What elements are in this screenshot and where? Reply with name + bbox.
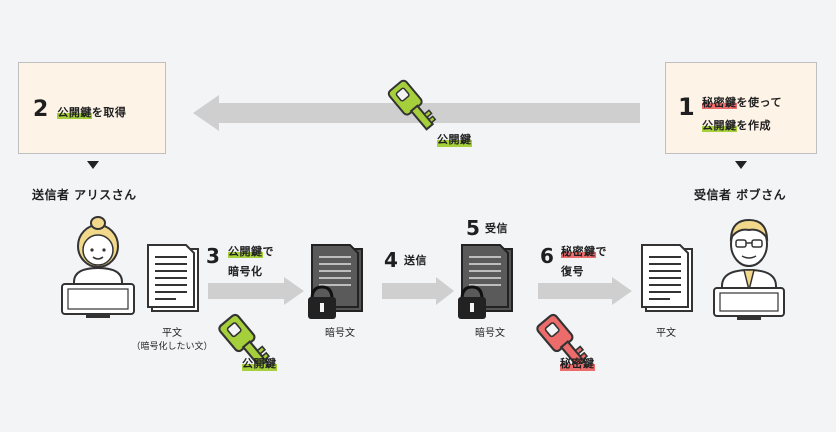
step3-arrow [208,277,304,305]
step6-key-term: 秘密鍵 [561,245,596,258]
sender-name: 送信者 アリスさん [32,188,137,202]
plaintext-left-sublabel: （暗号化したい文） [131,342,213,352]
plaintext-right-label: 平文 [656,328,676,339]
step1-number: 1 [678,93,695,121]
step2-rest: を取得 [91,106,127,119]
step1-line1-rest: を使って [736,96,782,109]
ciphertext-label-2: 暗号文 [475,328,505,339]
step1-box: 1 秘密鍵を使って 公開鍵を作成 [665,62,817,154]
top-key-label: 公開鍵 [437,131,472,147]
alice-avatar [61,216,135,318]
step4-label: 送信 [404,254,427,267]
step6-rest: で [595,245,607,258]
plaintext-document-icon-right [641,244,693,312]
step4-arrow [382,277,454,305]
step6-number: 6 [540,244,554,268]
ciphertext-label-1: 暗号文 [325,328,355,339]
ciphertext-document-icon-2 [458,244,513,319]
step2-box: 2 公開鍵を取得 [18,62,166,154]
plaintext-document-icon-left [147,244,199,312]
step2-down-marker [87,161,99,169]
step3-rest: で [262,245,274,258]
step1-private-key-term: 秘密鍵 [702,96,737,109]
ciphertext-document-icon-1 [308,244,363,319]
step3-key-term: 公開鍵 [228,245,263,258]
step3-line2: 暗号化 [228,265,263,278]
top-public-key-icon [387,79,437,131]
step3-number: 3 [206,244,220,268]
step6-arrow [538,277,632,305]
bob-avatar [713,218,785,320]
bottom-public-key-label: 公開鍵 [242,355,277,371]
step4-number: 4 [384,248,398,272]
step2-key-term: 公開鍵 [57,106,92,119]
receiver-name: 受信者 ボブさん [694,188,787,202]
step1-line2-rest: を作成 [736,119,771,132]
step1-down-marker [735,161,747,169]
step2-number: 2 [33,97,49,122]
step5-label: 受信 [485,222,508,235]
step1-public-key-term: 公開鍵 [702,119,737,132]
step5-number: 5 [466,216,480,240]
step6-line2: 復号 [561,265,584,278]
bottom-private-key-label: 秘密鍵 [560,355,595,371]
plaintext-left-label: 平文 [162,328,182,339]
